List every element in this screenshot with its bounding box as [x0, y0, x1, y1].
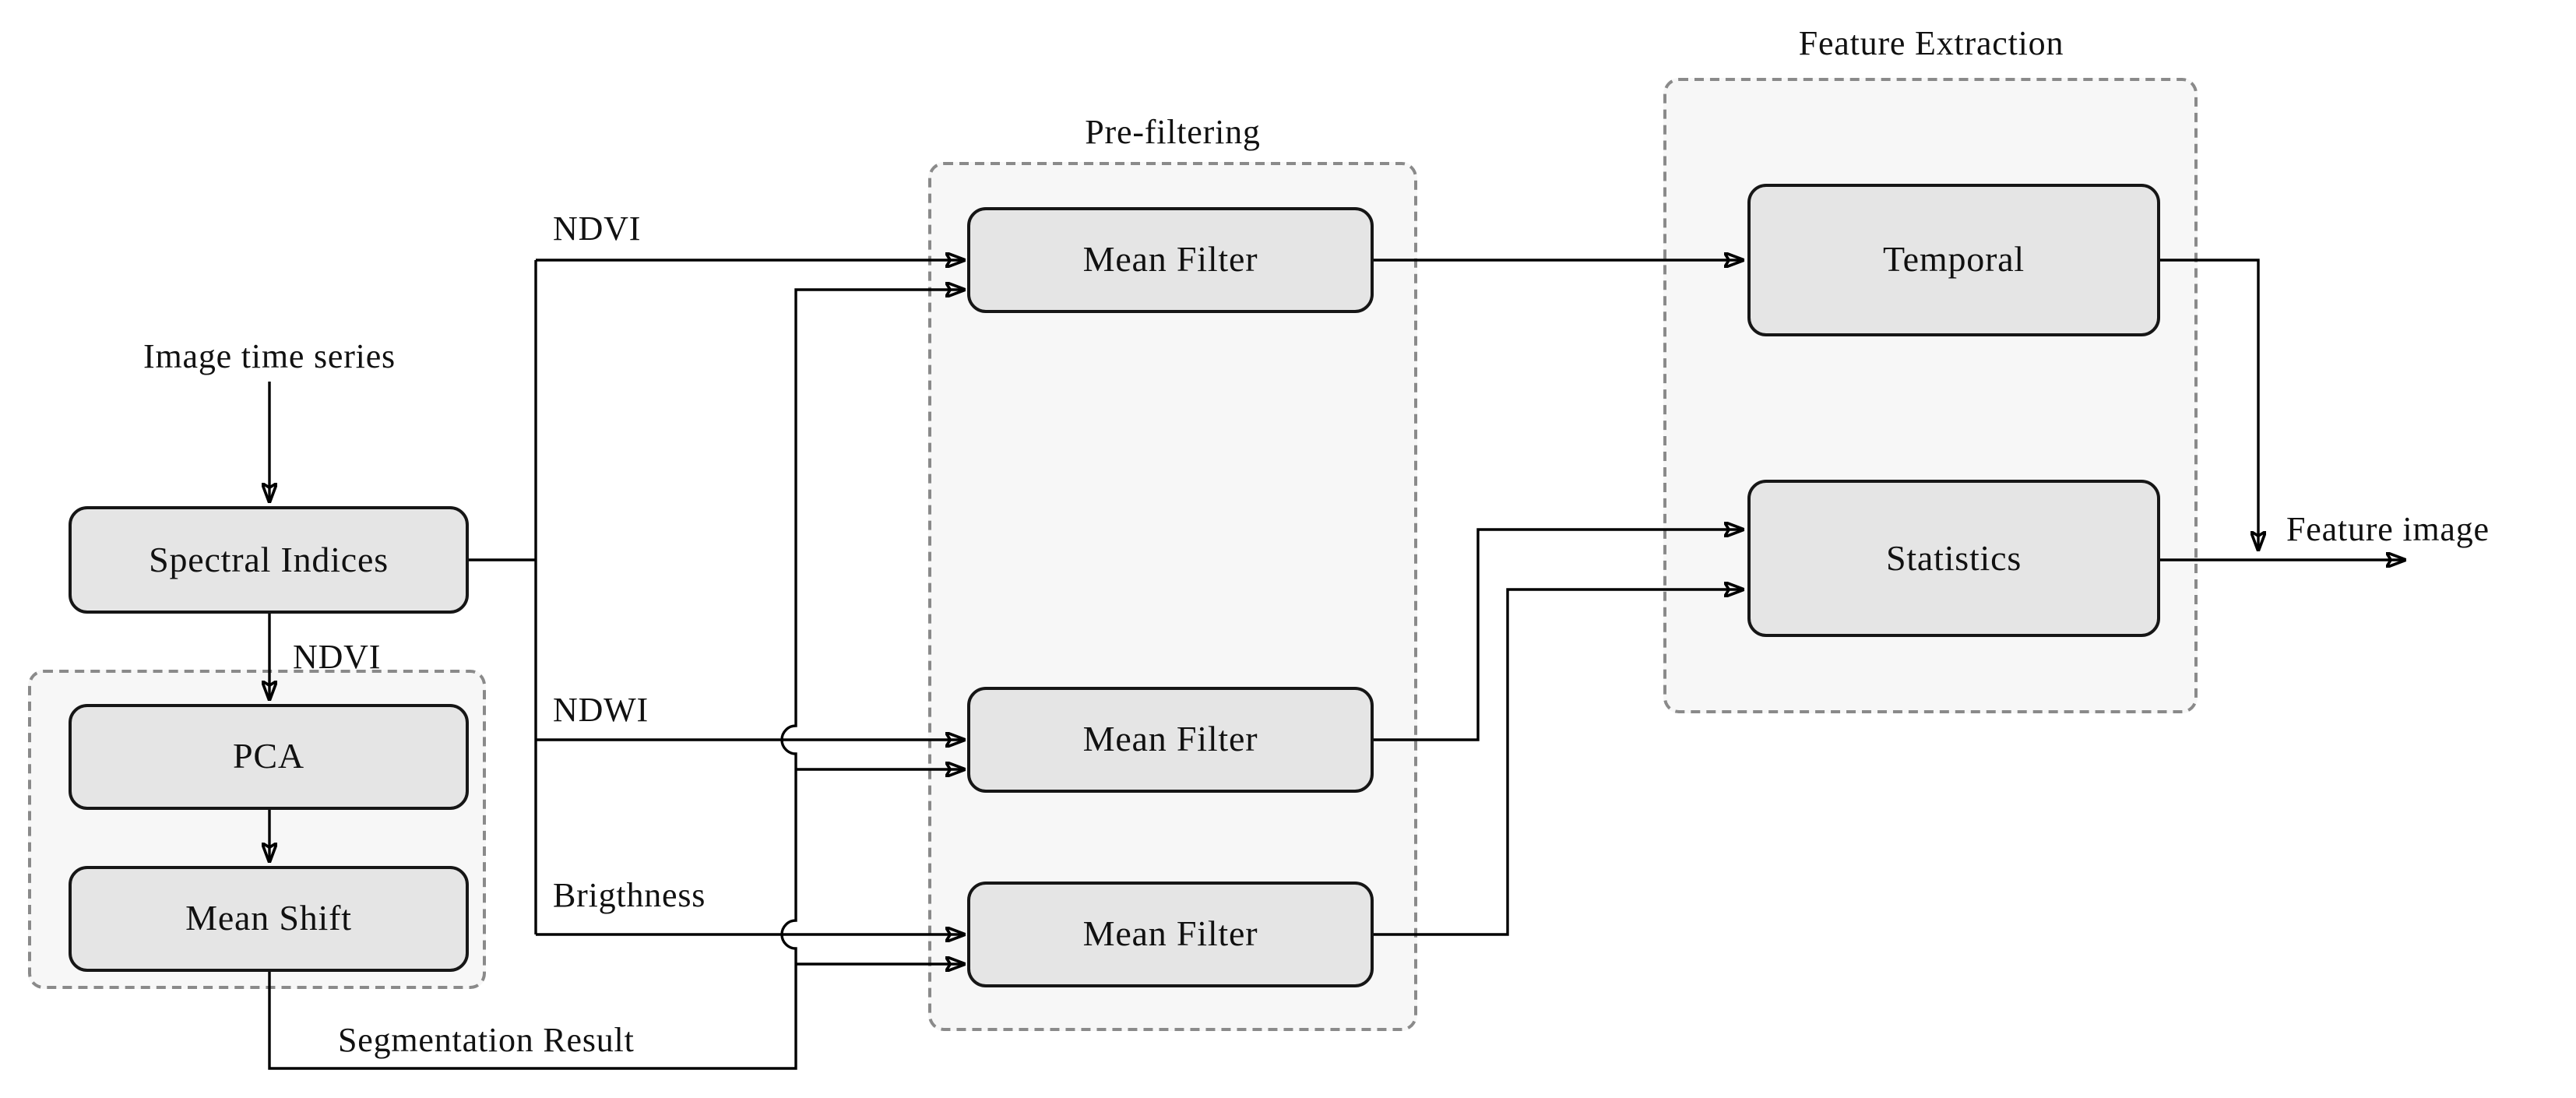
label-ndvi: NDVI — [553, 209, 642, 248]
label-feature-extraction: Feature Extraction — [1798, 23, 2064, 62]
node-statistics: Statistics — [1747, 480, 2160, 637]
node-temporal: Temporal — [1747, 184, 2160, 336]
edge-segmentation-bus — [268, 290, 964, 1070]
arrow-temporal-to-output — [2160, 259, 2258, 550]
node-spectral-indices: Spectral Indices — [69, 506, 469, 614]
node-pca: PCA — [69, 704, 469, 810]
node-mean-filter-1: Mean Filter — [967, 207, 1374, 313]
node-mean-shift: Mean Shift — [69, 866, 469, 972]
arrow-mean-filter-3-to-statistics — [1374, 589, 1743, 936]
label-brightness: Brigthness — [553, 875, 706, 914]
arrow-mean-filter-2-to-statistics — [1374, 530, 1743, 741]
label-feature-image: Feature image — [2286, 509, 2490, 548]
node-mean-filter-3: Mean Filter — [967, 882, 1374, 987]
node-mean-filter-2: Mean Filter — [967, 687, 1374, 793]
label-ndvi-to-pca: NDVI — [293, 637, 382, 676]
label-ndwi: NDWI — [553, 690, 649, 729]
label-pre-filtering: Pre-filtering — [1085, 112, 1261, 151]
label-segmentation-result: Segmentation Result — [338, 1020, 635, 1059]
label-image-time-series: Image time series — [143, 336, 396, 375]
